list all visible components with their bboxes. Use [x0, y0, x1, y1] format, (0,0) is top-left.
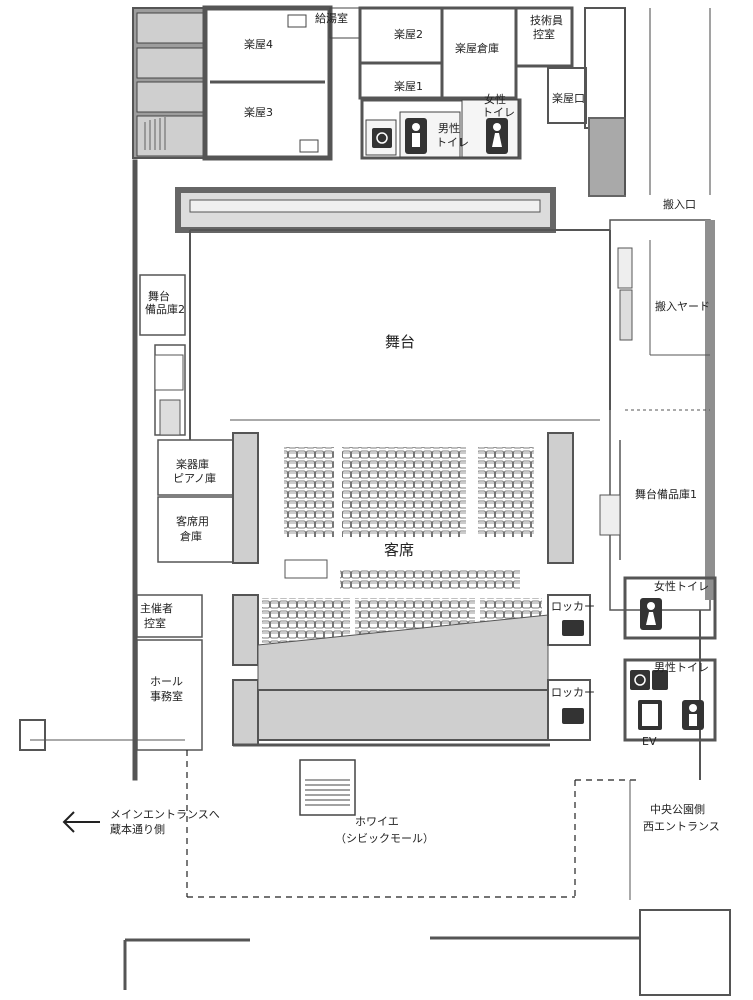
left-rooms — [136, 439, 234, 751]
locker-icon — [562, 620, 584, 636]
direction-main-entrance-2: 蔵本通り側 — [110, 823, 165, 836]
male-icon — [405, 118, 427, 154]
room-stage-storage2-1: 舞台 — [148, 290, 170, 303]
room-stage: 舞台 — [385, 333, 416, 351]
arrow-left-icon — [62, 811, 100, 833]
stage-area — [132, 159, 611, 781]
room-mens-wc: 男性トイレ — [654, 661, 709, 674]
room-kettle: 給湯室 — [315, 12, 348, 25]
room-dressing-entrance: 楽屋口 — [552, 92, 585, 105]
female-icon — [486, 118, 508, 154]
wheelchair-icon — [630, 670, 650, 690]
room-green-storage: 楽屋倉庫 — [455, 42, 499, 55]
room-stage-storage2-2: 備品庫2 — [145, 303, 185, 316]
room-loading-entrance: 搬入口 — [663, 198, 696, 211]
room-hall-office-2: 事務室 — [150, 690, 183, 703]
direction-west-entrance-1: 中央公園側 — [650, 803, 705, 816]
room-instrument-1: 楽器庫 — [176, 458, 209, 471]
foyer-stairs — [299, 759, 356, 816]
room-hall-office-1: ホール — [150, 675, 183, 688]
auditorium — [232, 432, 574, 747]
room-instrument-2: ピアノ庫 — [173, 472, 217, 485]
locker-icon — [562, 708, 584, 724]
room-seat-storage-2: 倉庫 — [180, 530, 202, 543]
foyer — [186, 750, 640, 898]
direction-main-entrance-1: メインエントランスへ — [110, 808, 220, 821]
label-mens-wc-top-2: トイレ — [436, 136, 469, 149]
room-seat-storage-1: 客席用 — [176, 515, 209, 528]
room-dressing4: 楽屋4 — [244, 38, 273, 51]
right-facilities — [547, 576, 717, 742]
female-icon — [640, 598, 662, 630]
room-locker-1: ロッカー — [551, 600, 595, 613]
room-organizer-2: 控室 — [144, 617, 166, 630]
room-loading-yard: 搬入ヤード — [655, 300, 710, 313]
label-womens-wc-top-2: トイレ — [482, 106, 515, 119]
room-foyer-2: （シビックモール） — [335, 832, 434, 845]
room-dressing3: 楽屋3 — [244, 106, 273, 119]
wheelchair-icon — [372, 128, 392, 148]
family-icon — [652, 670, 668, 690]
room-foyer-1: ホワイエ — [355, 815, 399, 828]
room-dressing2: 楽屋2 — [394, 28, 423, 41]
room-tech-1: 技術員 — [530, 14, 563, 27]
room-tech-2: 控室 — [533, 28, 555, 41]
room-locker-2: ロッカー — [551, 686, 595, 699]
label-womens-wc-top-1: 女性 — [484, 93, 506, 106]
room-organizer-1: 主催者 — [140, 602, 173, 615]
elevator-icon — [638, 700, 662, 730]
male-icon — [682, 700, 704, 730]
room-womens-wc: 女性トイレ — [654, 580, 709, 593]
label-ev: EV — [642, 735, 657, 748]
room-dressing1: 楽屋1 — [394, 80, 423, 93]
label-mens-wc-top-1: 男性 — [438, 122, 460, 135]
bottom-walls — [19, 610, 731, 996]
direction-west-entrance-2: 西エントランス — [643, 820, 720, 833]
room-stage-storage1: 舞台備品庫1 — [635, 488, 697, 501]
loading-area — [599, 219, 715, 611]
room-auditorium: 客席 — [384, 541, 415, 559]
